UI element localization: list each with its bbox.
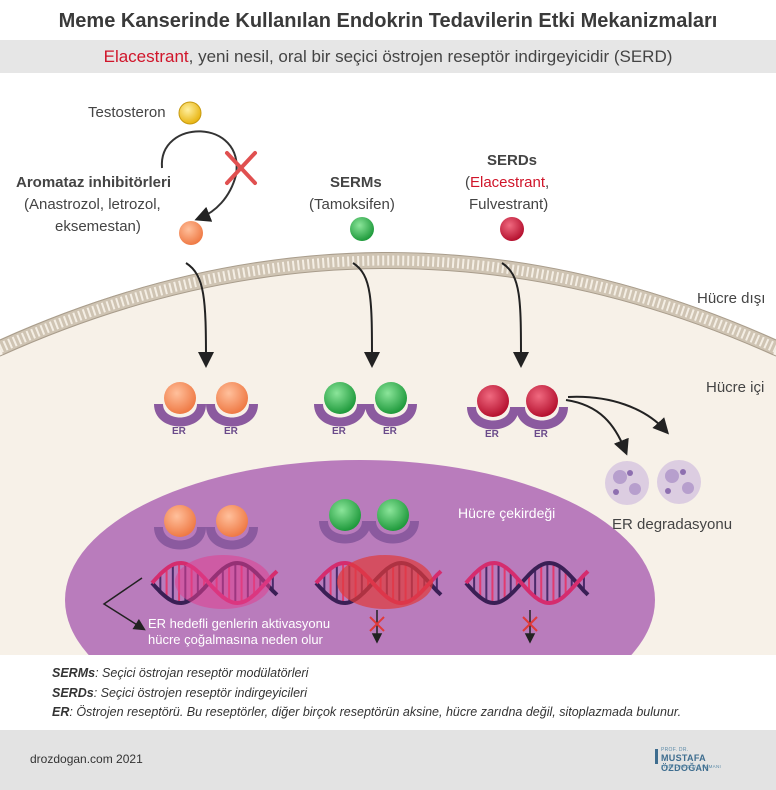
entry-arrow-serds — [501, 262, 529, 368]
activation-arrow — [102, 577, 146, 631]
ligand-molecule — [526, 385, 558, 417]
footnote-text: : Östrojen reseptörü. Bu reseptörler, di… — [69, 705, 682, 719]
er-receptor-pair-orange — [154, 382, 258, 427]
dna-helix-3 — [464, 560, 590, 606]
ligand-molecule — [216, 505, 248, 537]
conversion-arrow — [160, 130, 238, 222]
dna-strand — [464, 560, 590, 606]
er-receptor — [516, 407, 568, 430]
ligand-molecule — [324, 382, 356, 414]
degradation-arrow-1 — [565, 399, 629, 456]
serds-open-paren: ( — [465, 174, 470, 191]
nuclear-er-pair-green — [319, 499, 419, 544]
ligand-molecule — [329, 499, 361, 531]
author-logo: PROF. DR. MUSTAFA ÖZDOĞAN TIBBİ ONKOLOJİ… — [655, 747, 755, 777]
footnote-term: SERDs — [52, 685, 94, 700]
mechanism-diagram — [0, 101, 776, 660]
serds-drugs-line2: Fulvestrant) — [469, 196, 549, 213]
er-receptor — [206, 527, 258, 550]
logo-specialty: TIBBİ ONKOLOJİ UZMANI — [661, 764, 722, 769]
nucleus-label: Hücre çekirdeği — [458, 505, 556, 521]
er-receptor-pair-green — [314, 382, 417, 427]
er-receptor — [367, 521, 419, 544]
degraded-er-fragment-2 — [657, 460, 701, 504]
serds-elacestrant: Elacestrant — [470, 174, 546, 191]
degraded-er-fragment-1 — [605, 461, 649, 505]
aromatase-title: Aromataz inhibitörleri — [16, 174, 172, 191]
footnote-serds: SERDs: Seçici östrojen reseptör indirgey… — [52, 684, 681, 704]
activation-text-line2: hücre çoğalmasına neden olur — [148, 632, 323, 647]
er-degradation-label: ER degradasyonu — [612, 516, 733, 533]
block-cross-icon — [225, 151, 257, 185]
tamoxifen-molecule-green — [350, 217, 374, 241]
serms-drug: (Tamoksifen) — [309, 196, 395, 213]
footnote-text: : Seçici östrojan reseptör modülatörleri — [95, 666, 309, 680]
ligand-molecule — [216, 382, 248, 414]
testosterone-molecule — [178, 101, 202, 125]
er-receptor — [154, 404, 206, 427]
er-label: ER — [332, 426, 346, 437]
subtitle-bar: Elacestrant, yeni nesil, oral bir seçici… — [0, 40, 776, 73]
ligand-molecule — [377, 499, 409, 531]
er-receptor — [319, 521, 371, 544]
er-label: ER — [172, 426, 186, 437]
testosteron-label: Testosteron — [88, 104, 166, 121]
entry-arrow-serms — [352, 262, 380, 368]
footnote-serms: SERMs: Seçici östrojan reseptör modülatö… — [52, 664, 681, 684]
er-receptor-pair-red — [467, 385, 568, 430]
serms-title: SERMs — [330, 174, 382, 191]
serds-title: SERDs — [487, 152, 538, 169]
subtitle-highlight: Elacestrant — [103, 47, 189, 66]
er-label: ER — [383, 426, 397, 437]
ligand-molecule — [164, 382, 196, 414]
block-cross-serms-icon — [369, 616, 385, 632]
footnote-term: ER — [52, 705, 70, 719]
er-receptor — [365, 404, 417, 427]
page-title: Meme Kanserinde Kullanılan Endokrin Teda… — [58, 10, 718, 32]
subtitle-text: , yeni nesil, oral bir seçici östrojen r… — [188, 47, 673, 66]
block-cross-serds-icon — [522, 616, 538, 632]
er-label: ER — [534, 429, 548, 440]
extracellular-label: Hücre dışı — [697, 290, 766, 307]
er-receptor — [314, 404, 366, 427]
footnote-er: ER: Östrojen reseptörü. Bu reseptörler, … — [52, 703, 681, 723]
aromatase-drugs-line2: eksemestan) — [55, 218, 141, 235]
activation-text-line1: ER hedefli genlerin aktivasyonu — [148, 616, 331, 631]
intracellular-label: Hücre içi — [706, 379, 765, 396]
activation-highlight-orange — [175, 555, 271, 609]
serds-comma: , — [545, 174, 550, 191]
er-label: ER — [224, 426, 238, 437]
estrogen-molecule-orange — [179, 221, 203, 245]
footnote-text: : Seçici östrojen reseptör indirgeyicile… — [93, 685, 307, 700]
footer-bar: drozdogan.com 2021 PROF. DR. MUSTAFA ÖZD… — [0, 730, 776, 790]
dna-strand — [464, 560, 590, 606]
logo-prefix: PROF. DR. — [661, 747, 689, 753]
er-receptor — [154, 527, 206, 550]
entry-arrow-aromatase — [185, 262, 214, 368]
nuclear-er-pair-orange — [154, 505, 258, 550]
aromatase-drugs-line1: (Anastrozol, letrozol, — [24, 196, 161, 213]
footnote-term: SERMs — [52, 666, 96, 680]
er-receptor — [206, 404, 258, 427]
er-label: ER — [485, 429, 499, 440]
ligand-molecule — [477, 385, 509, 417]
ligand-molecule — [375, 382, 407, 414]
ligand-molecule — [164, 505, 196, 537]
logo-name: MUSTAFA ÖZDOĞAN — [661, 753, 710, 773]
degradation-arrow-2 — [567, 395, 670, 435]
er-receptor — [467, 407, 519, 430]
serd-molecule-red — [500, 217, 524, 241]
logo-bar — [655, 749, 658, 764]
activation-highlight-green — [337, 555, 433, 609]
footnotes: SERMs: Seçici östrojan reseptör modülatö… — [52, 664, 681, 723]
serds-drugs-line1: (Elacestrant, — [465, 174, 549, 191]
site-url: drozdogan.com 2021 — [30, 752, 143, 766]
